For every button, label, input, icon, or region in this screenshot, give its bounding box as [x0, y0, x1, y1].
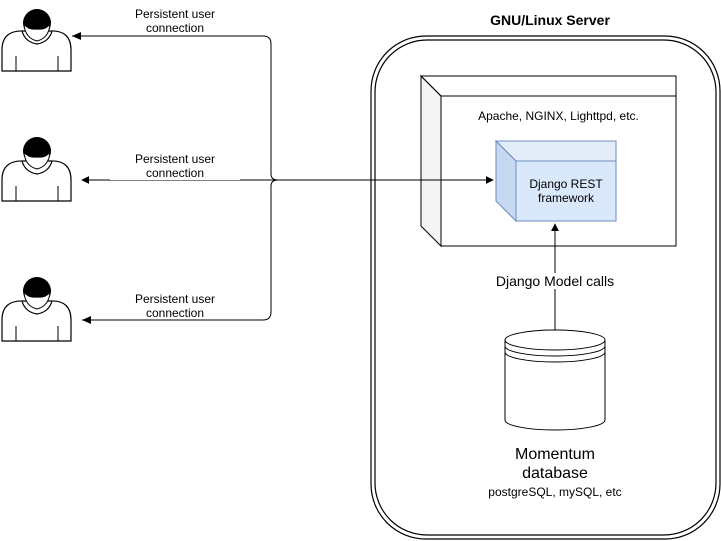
- database-label-line2: database: [522, 465, 588, 482]
- rest-label-line2: framework: [537, 191, 594, 205]
- connection-label: Persistent user: [110, 152, 240, 166]
- webserver-label: Apache, NGINX, Lighttpd, etc.: [478, 109, 639, 123]
- server-title: GNU/Linux Server: [490, 12, 610, 28]
- database-label-sub: postgreSQL, mySQL, etc: [488, 485, 622, 499]
- user-icon: [1, 9, 72, 72]
- connection-arrowhead-top: [72, 32, 81, 40]
- user-icon: [1, 137, 72, 202]
- connection-label: Persistent user: [134, 7, 216, 21]
- django-rest-box: [494, 139, 617, 223]
- connection-arrowhead-bottom: [82, 316, 91, 324]
- connection-label: connection: [145, 306, 205, 320]
- rest-label-line1: Django REST: [529, 177, 603, 191]
- model-calls-label: Django Model calls: [475, 273, 635, 289]
- user-icon: [1, 277, 72, 342]
- connection-label: Persistent user: [134, 292, 216, 306]
- database-label-line1: Momentum: [514, 446, 596, 463]
- connection-label: connection: [110, 166, 240, 180]
- connection-label: connection: [145, 21, 205, 35]
- database-cylinder: [504, 329, 606, 431]
